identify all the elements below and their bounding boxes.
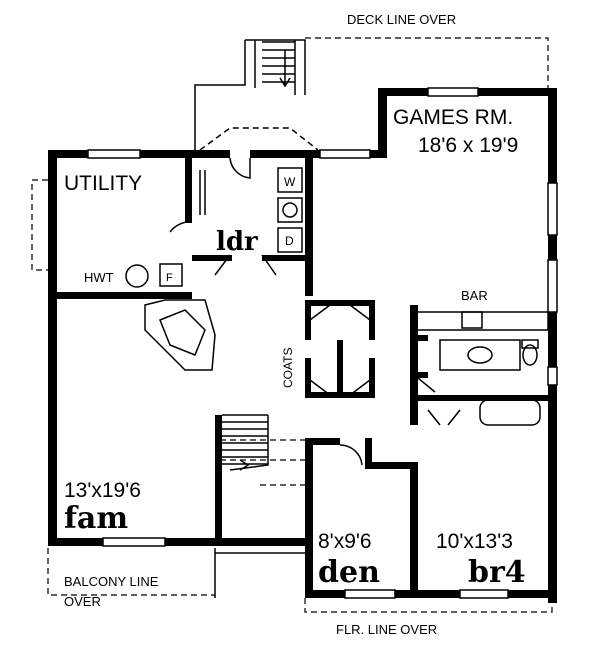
games-room-size: 18'6 x 19'9 [418,134,518,157]
floor-line-note: FLR. LINE OVER [336,622,437,637]
washer-label: W [284,175,296,189]
family-room-size: 13'x19'6 [64,479,141,502]
balcony-line-note: BALCONY LINE [64,574,159,589]
laundry-room-name: ldr [216,227,258,257]
hwt-label: HWT [84,270,114,285]
dashed-overhang-lines [31,37,553,613]
bedroom4-size: 10'x13'3 [436,530,513,553]
fixtures [87,39,558,599]
utility-room-name: UTILITY [64,172,142,195]
den-name: den [318,555,380,590]
balcony-line-note-over: OVER [64,594,101,609]
walls [48,88,557,603]
dryer-label: D [285,234,294,248]
den-size: 8'x9'6 [318,530,372,553]
family-room-name: fam [64,501,128,536]
furnace-label: F [166,272,173,284]
coats-label: COATS [281,348,295,388]
bedroom4-name: br4 [468,555,526,590]
bar-label: BAR [461,288,488,303]
deck-line-note: DECK LINE OVER [347,12,456,27]
games-room-name: GAMES RM. [393,106,513,129]
